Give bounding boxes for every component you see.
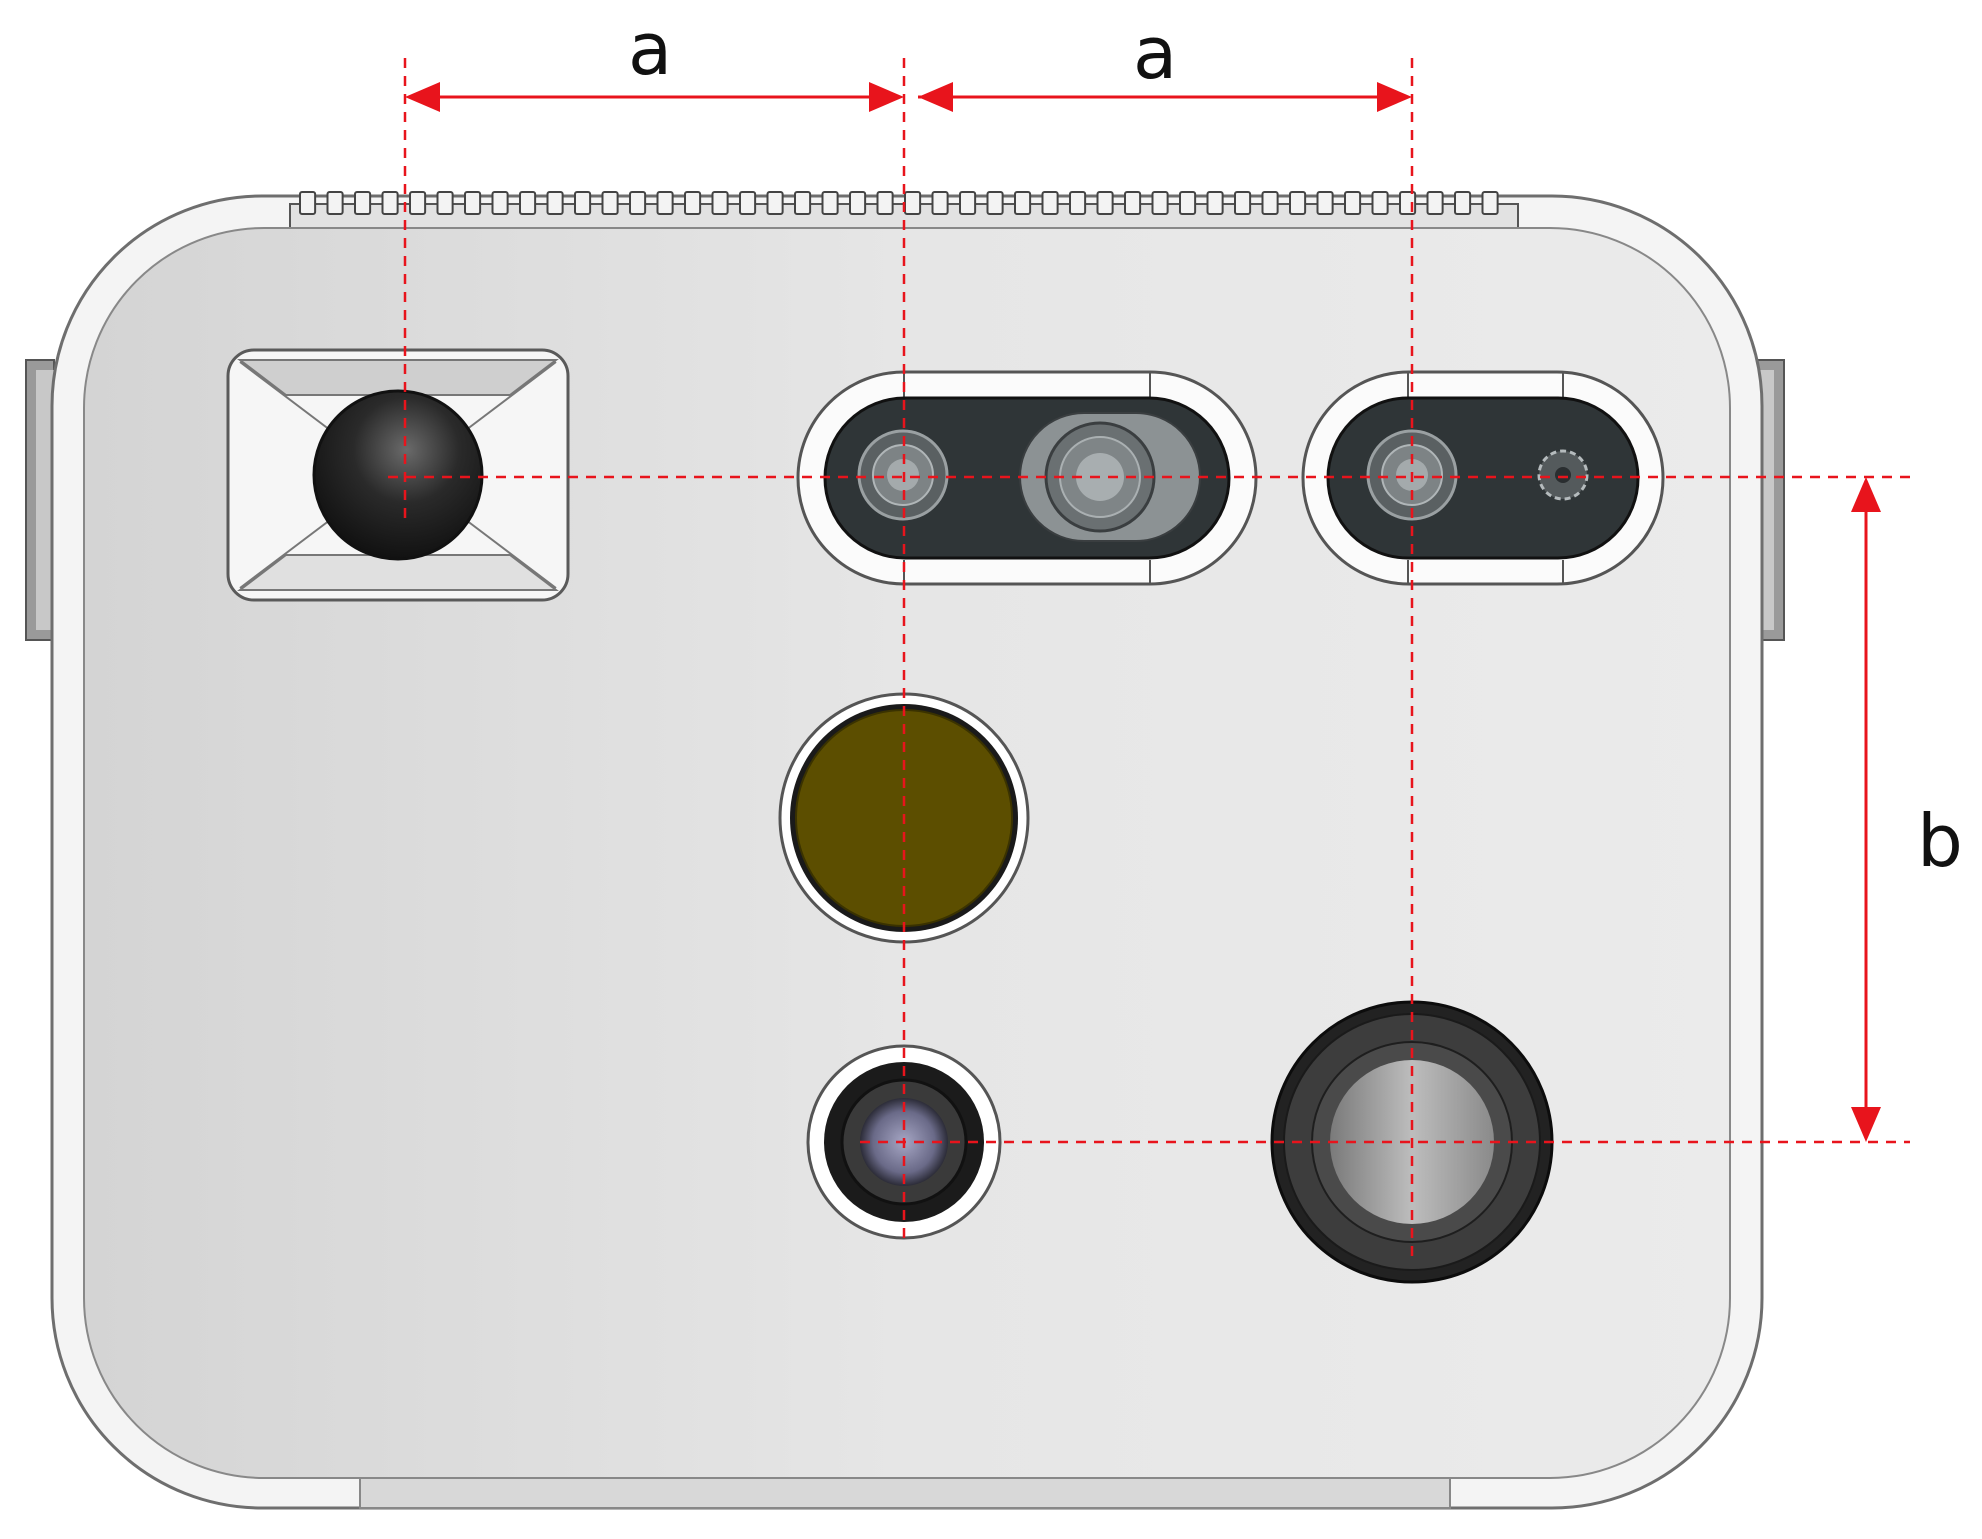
dimension-b-label: b <box>1917 799 1963 883</box>
ridge-tooth <box>629 191 647 215</box>
dome-icon <box>312 389 484 561</box>
ridge-tooth <box>1289 191 1307 215</box>
ridge-tooth <box>1206 191 1224 215</box>
ridge-tooth <box>904 191 922 215</box>
ridge-tooth <box>1179 191 1197 215</box>
ridge-tooth <box>1316 191 1334 215</box>
ridge-tooth <box>739 191 757 215</box>
ridge-tooth <box>1124 191 1142 215</box>
ridge-tooth <box>821 191 839 215</box>
ridge-tooth <box>519 191 537 215</box>
ridge-tooth <box>849 191 867 215</box>
dimension-arrows <box>420 95 1868 1128</box>
ridge-tooth <box>354 191 372 215</box>
ridge-tooth <box>1261 191 1279 215</box>
ridge-tooth <box>1426 191 1444 215</box>
dimension-a-right-label: a <box>1133 11 1177 95</box>
ridge-tooth <box>601 191 619 215</box>
ridge-tooth <box>491 191 509 215</box>
ridge-tooth <box>711 191 729 215</box>
ridge-tooth <box>1371 191 1389 215</box>
ridge-tooth <box>1069 191 1087 215</box>
camera-module-icon <box>857 412 1201 542</box>
ridge-tooth <box>656 191 674 215</box>
ridge-tooth <box>1344 191 1362 215</box>
ridge-tooth <box>1014 191 1032 215</box>
ridge-tooth <box>1234 191 1252 215</box>
ridge-tooth <box>684 191 702 215</box>
ridge-tooth <box>1454 191 1472 215</box>
ridge-tooth <box>1481 191 1499 215</box>
left-side-tab <box>25 359 55 641</box>
ridge-tooth <box>959 191 977 215</box>
ridge-tooth <box>464 191 482 215</box>
ridge-tooth <box>931 191 949 215</box>
ridge-tooth <box>409 191 427 215</box>
ridge-tooth <box>766 191 784 215</box>
depth-camera-module <box>1301 370 1665 586</box>
ridge-tooth <box>299 191 317 215</box>
dome-sensor <box>226 348 570 602</box>
reference-lines <box>388 58 1910 1262</box>
ridge-tooth <box>381 191 399 215</box>
ridge-tooth <box>436 191 454 215</box>
dimension-a-left-label: a <box>628 7 672 91</box>
ridge-tooth <box>326 191 344 215</box>
ridge-tooth <box>1041 191 1059 215</box>
ridge-tooth <box>794 191 812 215</box>
ridge-tooth <box>986 191 1004 215</box>
ridge-tooth <box>1151 191 1169 215</box>
ridge-tooth <box>546 191 564 215</box>
ridge-tooth <box>1096 191 1114 215</box>
ridge-tooth <box>876 191 894 215</box>
ridge-tooth <box>574 191 592 215</box>
arrowheads <box>405 82 1881 1142</box>
